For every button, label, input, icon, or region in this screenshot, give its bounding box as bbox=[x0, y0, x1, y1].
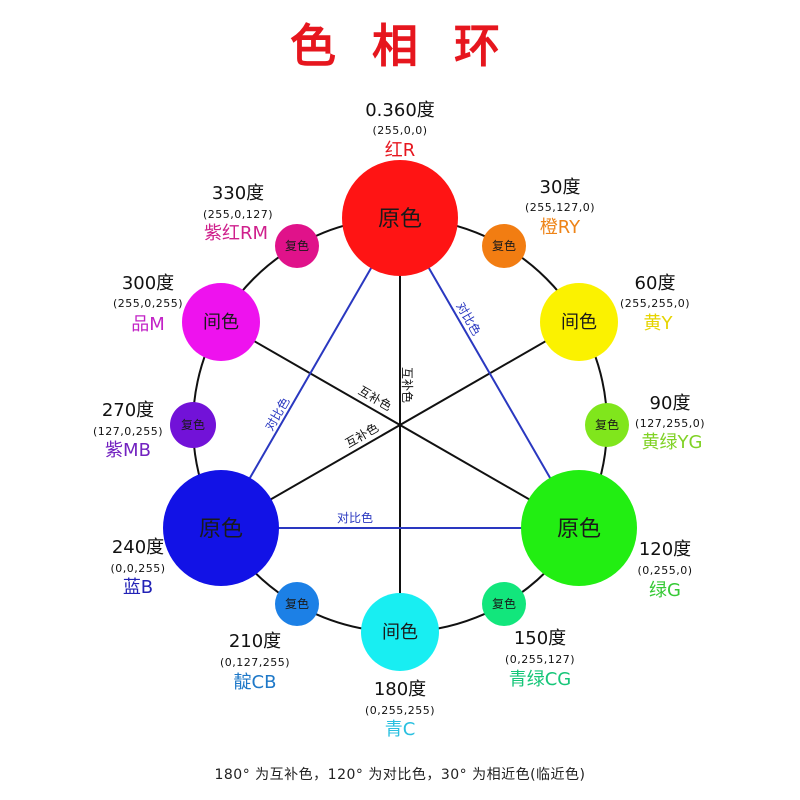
contrast-label-left: 对比色 bbox=[262, 395, 292, 433]
hue-swatch bbox=[170, 402, 216, 448]
hue-swatch bbox=[482, 582, 526, 626]
hue-circle-kind: 间色 bbox=[561, 312, 597, 333]
hue-label-cyan: 180度 (0,255,255) 青C bbox=[365, 679, 435, 740]
hue-swatch bbox=[521, 470, 637, 586]
hue-swatch bbox=[482, 224, 526, 268]
hue-degree: 120度 bbox=[639, 539, 691, 560]
hue-circle-rose: 复色 bbox=[275, 224, 319, 268]
hue-degree: 210度 bbox=[229, 631, 281, 652]
hue-circle-kind: 复色 bbox=[285, 239, 309, 253]
hue-name: 青C bbox=[385, 719, 416, 740]
hue-label-red: 0.360度 (255,0,0) 红R bbox=[365, 100, 435, 161]
hue-name: 紫MB bbox=[105, 440, 151, 461]
hue-circle-violet: 复色 bbox=[170, 402, 216, 448]
hue-circle-blue: 原色 bbox=[163, 470, 279, 586]
hue-degree: 150度 bbox=[514, 628, 566, 649]
hue-name: 绿G bbox=[649, 580, 681, 601]
hue-swatch bbox=[540, 283, 618, 361]
hue-swatch bbox=[342, 160, 458, 276]
hue-circles: 原色 复色 间色 复色 原色 复色 间色 复色 bbox=[163, 160, 637, 671]
hue-rgb: (255,0,127) bbox=[203, 208, 273, 221]
hue-circle-kind: 间色 bbox=[203, 312, 239, 333]
hue-degree: 90度 bbox=[650, 393, 691, 414]
hue-rgb: (0,255,127) bbox=[505, 653, 575, 666]
hue-circle-kind: 原色 bbox=[557, 517, 601, 542]
hue-name: 紫红RM bbox=[204, 223, 268, 244]
hue-swatch bbox=[163, 470, 279, 586]
hue-swatch bbox=[182, 283, 260, 361]
hue-name: 红R bbox=[385, 140, 416, 161]
hue-label-magenta: 300度 (255,0,255) 品M bbox=[113, 273, 183, 335]
page-title: 色 相 环 bbox=[290, 19, 510, 73]
hue-label-violet: 270度 (127,0,255) 紫MB bbox=[93, 400, 163, 461]
hue-circle-green: 原色 bbox=[521, 470, 637, 586]
footer-note: 180° 为互补色，120° 为对比色，30° 为相近色(临近色) bbox=[214, 766, 585, 783]
hue-degree: 30度 bbox=[540, 177, 581, 198]
hue-swatch bbox=[275, 224, 319, 268]
hue-swatch bbox=[361, 593, 439, 671]
complementary-label-vertical: 互补色 bbox=[400, 367, 414, 403]
hue-name: 靛CB bbox=[234, 672, 277, 693]
hue-rgb: (255,127,0) bbox=[525, 201, 595, 214]
hue-rgb: (0,255,0) bbox=[637, 564, 692, 577]
contrast-lines bbox=[220, 217, 580, 529]
contrast-line-blue-red bbox=[220, 217, 401, 529]
hue-label-indigo: 210度 (0,127,255) 靛CB bbox=[220, 631, 290, 693]
complementary-line-yellow-blue bbox=[220, 321, 580, 529]
hue-label-green: 120度 (0,255,0) 绿G bbox=[637, 539, 692, 601]
hue-rgb: (0,127,255) bbox=[220, 656, 290, 669]
line-labels: 互补色 互补色 互补色 对比色 对比色 对比色 bbox=[262, 300, 483, 525]
hue-label-rose: 330度 (255,0,127) 紫红RM bbox=[203, 183, 273, 244]
hue-label-yellow-green: 90度 (127,255,0) 黄绿YG bbox=[635, 393, 705, 453]
hue-name: 青绿CG bbox=[509, 669, 572, 690]
hue-degree: 300度 bbox=[122, 273, 174, 294]
complementary-label-descending: 互补色 bbox=[356, 383, 394, 413]
hue-name: 黄绿YG bbox=[642, 432, 703, 453]
hue-rgb: (255,0,255) bbox=[113, 297, 183, 310]
hue-rgb: (255,0,0) bbox=[372, 124, 427, 137]
hue-rgb: (127,255,0) bbox=[635, 417, 705, 430]
hue-circle-yellow: 间色 bbox=[540, 283, 618, 361]
hue-name: 蓝B bbox=[123, 577, 153, 598]
hue-circle-orange: 复色 bbox=[482, 224, 526, 268]
hue-circle-kind: 复色 bbox=[595, 418, 619, 432]
hue-swatch bbox=[585, 403, 629, 447]
hue-circle-red: 原色 bbox=[342, 160, 458, 276]
complementary-lines bbox=[220, 218, 580, 632]
hue-rgb: (255,255,0) bbox=[620, 297, 690, 310]
hue-circle-kind: 间色 bbox=[382, 622, 418, 643]
hue-name: 品M bbox=[131, 314, 165, 335]
hue-circle-cyan: 间色 bbox=[361, 593, 439, 671]
contrast-line-red-green bbox=[399, 217, 580, 529]
hue-swatch bbox=[275, 582, 319, 626]
hue-circle-kind: 复色 bbox=[181, 418, 205, 432]
hue-circle-cyan-green: 复色 bbox=[482, 582, 526, 626]
hue-name: 橙RY bbox=[540, 217, 581, 238]
hue-name: 黄Y bbox=[644, 313, 674, 334]
hue-degree: 0.360度 bbox=[365, 100, 435, 121]
hue-circle-indigo: 复色 bbox=[275, 582, 319, 626]
hue-degree: 330度 bbox=[212, 183, 264, 204]
hue-rgb: (0,255,255) bbox=[365, 704, 435, 717]
contrast-label-bottom: 对比色 bbox=[337, 511, 373, 525]
hue-circle-kind: 复色 bbox=[285, 597, 309, 611]
hue-label-cyan-green: 150度 (0,255,127) 青绿CG bbox=[505, 628, 575, 690]
hue-degree: 240度 bbox=[112, 537, 164, 558]
hue-degree: 60度 bbox=[635, 273, 676, 294]
hue-label-orange: 30度 (255,127,0) 橙RY bbox=[525, 177, 595, 238]
hue-label-blue: 240度 (0,0,255) 蓝B bbox=[110, 537, 165, 598]
hue-circle-kind: 复色 bbox=[492, 597, 516, 611]
hue-circle-kind: 原色 bbox=[378, 207, 422, 232]
hue-circle-yellow-green: 复色 bbox=[585, 403, 629, 447]
hue-circle-magenta: 间色 bbox=[182, 283, 260, 361]
hue-circle-kind: 原色 bbox=[199, 517, 243, 542]
hue-labels: 0.360度 (255,0,0) 红R 30度 (255,127,0) 橙RY … bbox=[93, 100, 705, 740]
hue-rgb: (0,0,255) bbox=[110, 562, 165, 575]
hue-circle-kind: 复色 bbox=[492, 239, 516, 253]
hue-degree: 180度 bbox=[374, 679, 426, 700]
hue-rgb: (127,0,255) bbox=[93, 425, 163, 438]
hue-degree: 270度 bbox=[102, 400, 154, 421]
hue-label-yellow: 60度 (255,255,0) 黄Y bbox=[620, 273, 690, 334]
